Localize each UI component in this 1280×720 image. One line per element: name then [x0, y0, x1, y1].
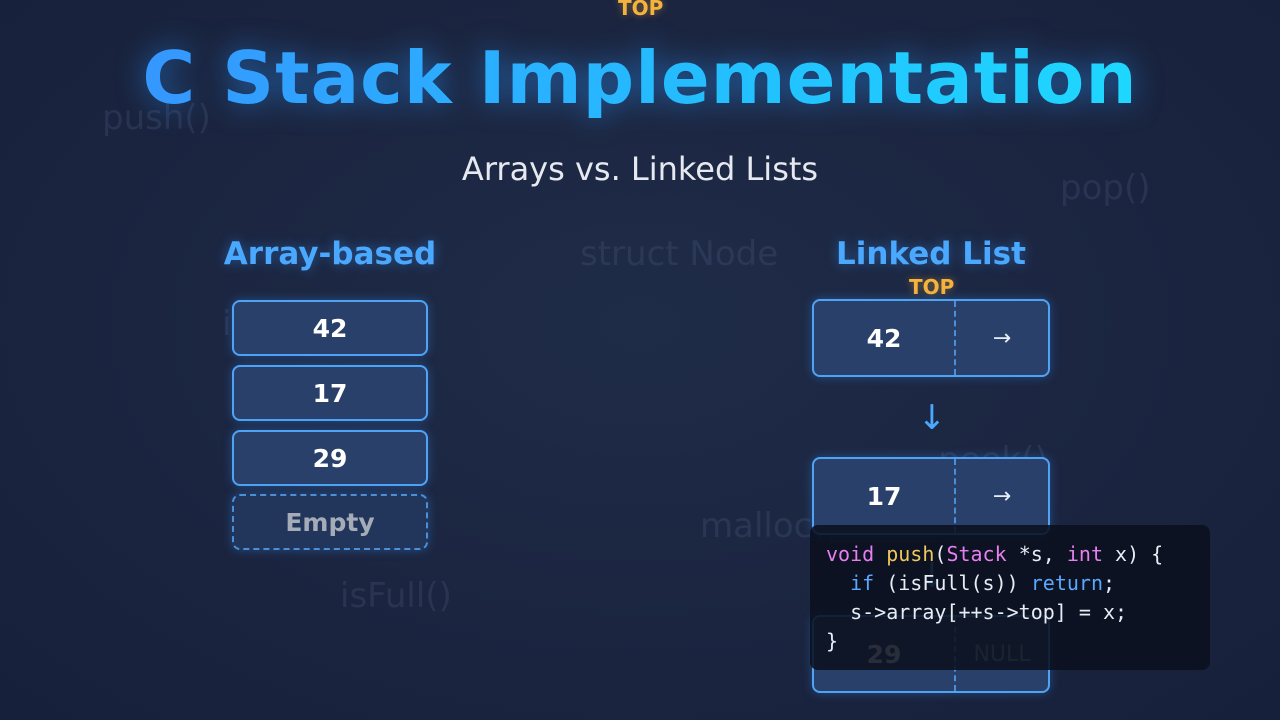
- code-token: *s,: [1006, 542, 1067, 566]
- array-empty-cell: Empty: [232, 494, 428, 550]
- code-token: ;: [1102, 571, 1116, 595]
- node-value: 42: [814, 301, 956, 375]
- code-line: }: [826, 629, 839, 653]
- node-next-pointer: →: [992, 483, 1012, 509]
- list-node: 17 →: [812, 457, 1050, 535]
- code-token: [826, 571, 850, 595]
- code-line: s->array[++s->top] = x;: [826, 600, 1128, 624]
- list-node: 42 →: [812, 299, 1050, 377]
- code-token: (: [934, 542, 947, 566]
- linked-section-heading: Linked List: [836, 236, 1026, 272]
- code-token: push: [886, 542, 935, 566]
- top-marker-linked: TOP: [909, 275, 955, 299]
- ghost-term-struct-node: struct Node: [580, 234, 779, 274]
- page-title: C Stack Implementation: [0, 36, 1280, 120]
- down-arrow-icon: ↓: [917, 398, 947, 438]
- code-snippet: void push(Stack *s, int x) { if (isFull(…: [810, 525, 1210, 670]
- ghost-term-isfull: isFull(): [340, 576, 452, 616]
- code-token: void: [826, 542, 875, 566]
- code-token: return: [1030, 571, 1103, 595]
- node-value: 17: [814, 459, 956, 533]
- code-token: int: [1066, 542, 1103, 566]
- page-subtitle: Arrays vs. Linked Lists: [461, 150, 819, 188]
- array-cell: 29: [232, 430, 428, 486]
- array-section-heading: Array-based: [223, 236, 437, 272]
- code-token: Stack: [946, 542, 1007, 566]
- top-marker-header: TOP: [618, 0, 664, 20]
- code-token: (isFull(s)): [874, 571, 1031, 595]
- array-cell: 42: [232, 300, 428, 356]
- node-next-pointer: →: [992, 325, 1012, 351]
- code-token: if: [850, 571, 875, 595]
- array-cell: 17: [232, 365, 428, 421]
- code-token: x) {: [1103, 542, 1164, 566]
